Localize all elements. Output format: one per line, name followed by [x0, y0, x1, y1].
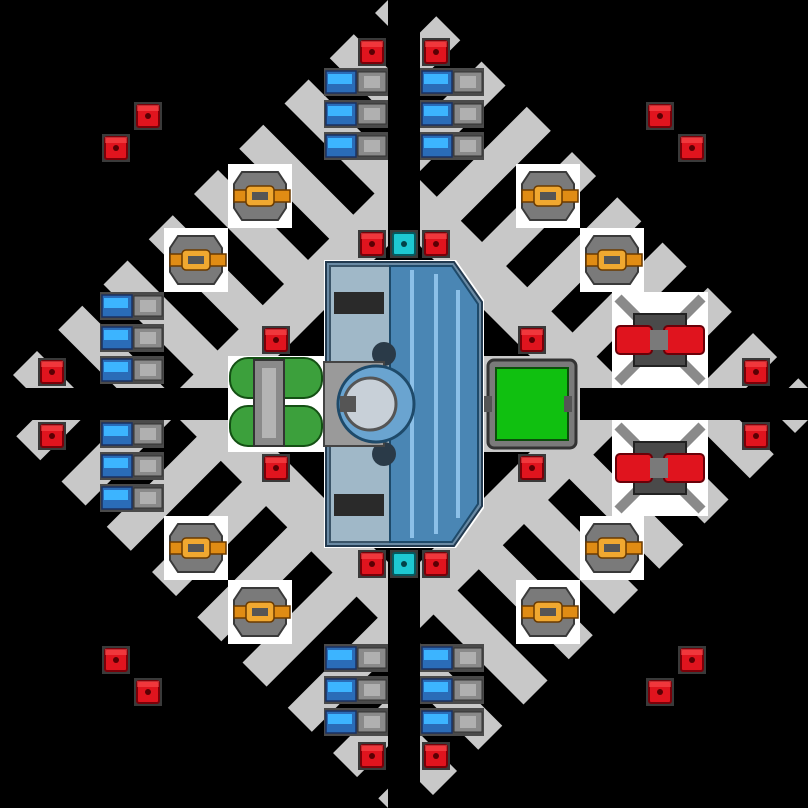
- orange-turret-icon: [163, 227, 229, 293]
- red-block-icon: [357, 549, 387, 579]
- blue-battery-icon: [99, 451, 165, 481]
- green-monitor-icon: [484, 356, 580, 452]
- red-block-icon: [37, 421, 67, 451]
- red-block-icon: [101, 645, 131, 675]
- blue-battery-icon: [99, 419, 165, 449]
- reactor-core: [323, 260, 484, 548]
- red-block-icon: [517, 453, 547, 483]
- red-block-icon: [101, 133, 131, 163]
- orange-turret-icon: [163, 515, 229, 581]
- red-block-icon: [421, 229, 451, 259]
- red-block-icon: [37, 357, 67, 387]
- red-block-icon: [421, 37, 451, 67]
- orange-turret-icon: [515, 163, 581, 229]
- red-block-icon: [645, 677, 675, 707]
- blue-battery-icon: [419, 131, 485, 161]
- orange-turret-icon: [579, 515, 645, 581]
- blue-battery-icon: [419, 675, 485, 705]
- red-block-icon: [741, 357, 771, 387]
- red-block-icon: [421, 741, 451, 771]
- red-block-icon: [677, 645, 707, 675]
- blue-battery-icon: [323, 675, 389, 705]
- red-block-icon: [517, 325, 547, 355]
- blue-battery-icon: [323, 67, 389, 97]
- green-tank-icon: [228, 356, 324, 452]
- red-block-icon: [133, 677, 163, 707]
- blue-battery-icon: [323, 643, 389, 673]
- red-block-icon: [741, 421, 771, 451]
- red-block-icon: [357, 37, 387, 67]
- red-block-icon: [645, 101, 675, 131]
- blue-battery-icon: [99, 355, 165, 385]
- red-cannon-icon: [612, 292, 708, 388]
- red-block-icon: [133, 101, 163, 131]
- blue-battery-icon: [99, 323, 165, 353]
- red-block-icon: [261, 325, 291, 355]
- blue-battery-icon: [419, 707, 485, 737]
- blue-battery-icon: [99, 291, 165, 321]
- red-block-icon: [357, 741, 387, 771]
- cyan-block-icon: [389, 549, 419, 579]
- red-block-icon: [261, 453, 291, 483]
- blue-battery-icon: [419, 643, 485, 673]
- blue-battery-icon: [419, 67, 485, 97]
- orange-turret-icon: [227, 163, 293, 229]
- blue-battery-icon: [419, 99, 485, 129]
- cyan-block-icon: [389, 229, 419, 259]
- orange-turret-icon: [515, 579, 581, 645]
- blue-battery-icon: [323, 707, 389, 737]
- orange-turret-icon: [227, 579, 293, 645]
- red-cannon-icon: [612, 420, 708, 516]
- red-block-icon: [421, 549, 451, 579]
- red-block-icon: [677, 133, 707, 163]
- orange-turret-icon: [579, 227, 645, 293]
- blue-battery-icon: [323, 131, 389, 161]
- blue-battery-icon: [99, 483, 165, 513]
- blue-battery-icon: [323, 99, 389, 129]
- red-block-icon: [357, 229, 387, 259]
